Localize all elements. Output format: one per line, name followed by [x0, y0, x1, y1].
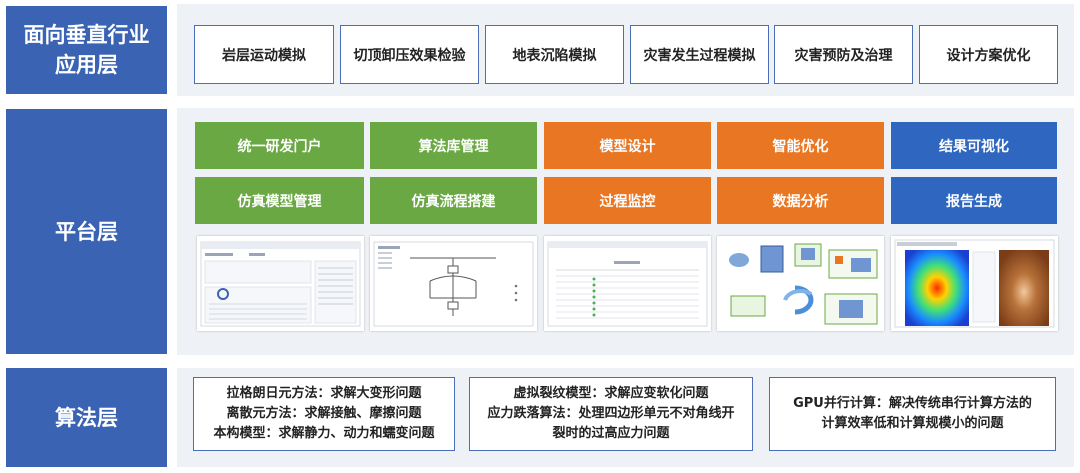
- algorithm-line: 虚拟裂纹模型：求解应变软化问题: [513, 386, 709, 401]
- app-item-disaster-process: 灾害发生过程模拟: [630, 25, 769, 84]
- algorithm-box-virtual-crack: 虚拟裂纹模型：求解应变软化问题 应力跌落算法：处理四边形单元不对角线开 裂时的过…: [469, 377, 753, 451]
- algorithm-line: 拉格朗日元方法：求解大变形问题: [226, 386, 422, 401]
- module-sim-flow-building: 仿真流程搭建: [370, 177, 537, 224]
- module-algorithm-library: 算法库管理: [370, 122, 537, 169]
- module-sim-model-management: 仿真模型管理: [195, 177, 364, 224]
- algorithm-line: 应力跌落算法：处理四边形单元不对角线开: [487, 406, 735, 421]
- app-item-design-optimization: 设计方案优化: [919, 25, 1058, 84]
- algorithm-box-lagrangian: 拉格朗日元方法：求解大变形问题 离散元方法：求解接触、摩擦问题 本构模型：求解静…: [193, 377, 455, 451]
- algorithm-line: GPU并行计算：解决传统串行计算方法的: [793, 396, 1032, 411]
- app-item-surface-subsidence: 地表沉陷模拟: [485, 25, 624, 84]
- portal-screenshot-thumbnail: [197, 236, 364, 331]
- process-monitor-screenshot-thumbnail: [544, 236, 711, 331]
- module-unified-portal: 统一研发门户: [195, 122, 364, 169]
- application-layer-label-line1: 面向垂直行业: [23, 23, 150, 47]
- application-layer-label-line2: 应用层: [55, 53, 118, 77]
- algorithm-line: 计算效率低和计算规模小的问题: [821, 416, 1004, 431]
- algorithm-box-gpu: GPU并行计算：解决传统串行计算方法的 计算效率低和计算规模小的问题: [769, 377, 1056, 451]
- algorithm-line: 离散元方法：求解接触、摩擦问题: [226, 406, 422, 421]
- module-model-design: 模型设计: [544, 122, 711, 169]
- platform-layer-label: 平台层: [6, 109, 167, 354]
- module-process-monitoring: 过程监控: [544, 177, 711, 224]
- flow-builder-screenshot-thumbnail: [370, 236, 537, 331]
- app-item-roof-cutting: 切顶卸压效果检验: [340, 25, 479, 84]
- app-item-rock-movement: 岩层运动模拟: [194, 25, 334, 84]
- module-data-analysis: 数据分析: [717, 177, 884, 224]
- result-visualization-screenshot-thumbnail: [891, 236, 1058, 331]
- module-smart-optimization: 智能优化: [717, 122, 884, 169]
- algorithm-line: 本构模型：求解静力、动力和蠕变问题: [213, 426, 435, 441]
- app-item-disaster-prevention: 灾害预防及治理: [774, 25, 913, 84]
- module-report-generation: 报告生成: [891, 177, 1057, 224]
- algorithm-line: 裂时的过高应力问题: [552, 426, 670, 441]
- application-layer-panel: 岩层运动模拟 切顶卸压效果检验 地表沉陷模拟 灾害发生过程模拟 灾害预防及治理 …: [177, 4, 1074, 96]
- module-result-visualization: 结果可视化: [891, 122, 1057, 169]
- algorithm-layer-label: 算法层: [6, 368, 167, 467]
- application-layer-label: 面向垂直行业 应用层: [6, 6, 167, 94]
- data-analysis-diagram-thumbnail: [717, 236, 884, 331]
